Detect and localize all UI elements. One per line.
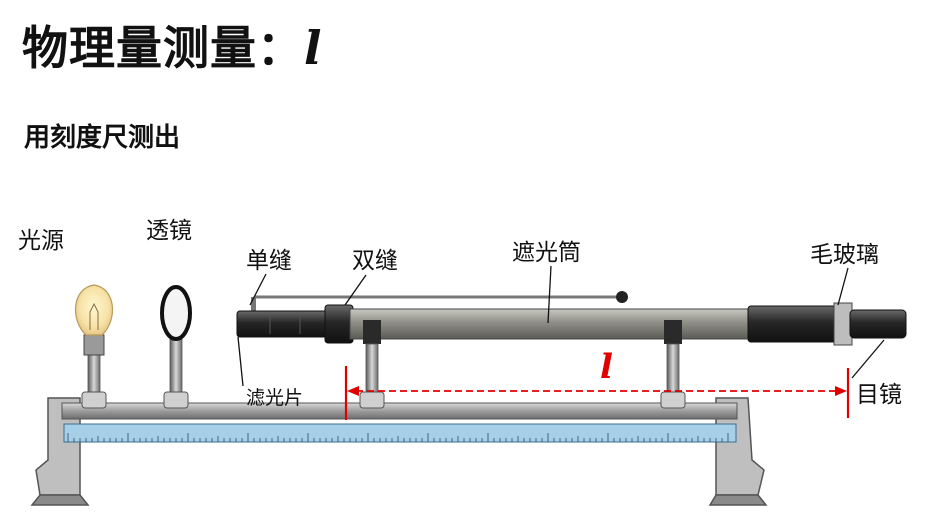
title-symbol: l <box>304 21 323 75</box>
label-ground-glass: 毛玻璃 <box>810 242 879 268</box>
label-eyepiece: 目镜 <box>856 382 902 408</box>
page-subtitle: 用刻度尺测出 <box>24 123 181 153</box>
ruler-ticks <box>67 433 729 442</box>
label-light-source: 光源 <box>18 228 64 254</box>
label-double-slit: 双缝 <box>352 248 398 274</box>
ruler <box>63 423 737 443</box>
right-stand-foot <box>708 494 768 506</box>
arrow-right-icon <box>835 386 847 396</box>
optical-bench <box>30 397 768 506</box>
label-tube: 遮光筒 <box>512 240 581 266</box>
title-text: 物理量测量： <box>22 21 304 75</box>
light-source <box>74 284 114 409</box>
lens <box>160 285 192 409</box>
tube-assembly <box>236 302 907 346</box>
label-filter: 滤光片 <box>246 387 303 409</box>
rail <box>61 402 738 420</box>
double-slit-holder <box>324 304 354 344</box>
measuring-head <box>747 305 837 343</box>
label-lens: 透镜 <box>146 218 192 244</box>
label-single-slit: 单缝 <box>246 248 292 274</box>
light-tube <box>349 308 753 340</box>
tube-supports <box>359 320 686 409</box>
page-title: 物理量测量：l <box>22 12 322 78</box>
label-length-symbol: l <box>600 347 613 387</box>
left-stand-foot <box>30 494 90 506</box>
leader-lines <box>237 265 885 387</box>
bulb-icon <box>74 284 114 336</box>
single-slit-holder <box>236 310 338 338</box>
length-measurement <box>344 366 850 420</box>
lens-ring-icon <box>160 285 192 341</box>
arrow-left-icon <box>347 386 359 396</box>
eyepiece-body <box>849 309 907 339</box>
ground-glass-frame <box>833 302 853 346</box>
